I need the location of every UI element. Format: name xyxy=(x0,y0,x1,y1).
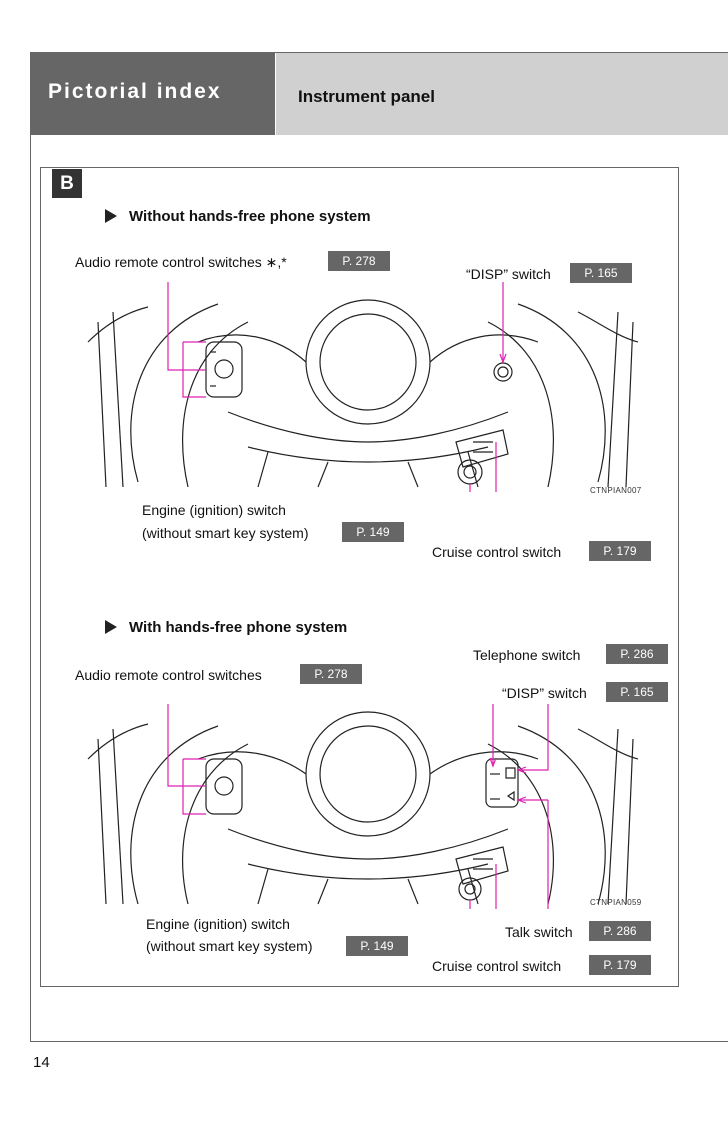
audio-remote-label: Audio remote control switches ∗,* xyxy=(75,254,287,270)
audio-remote-label-2: Audio remote control switches xyxy=(75,667,262,683)
audio-remote-page-ref-2[interactable]: P. 278 xyxy=(300,664,362,684)
content-box xyxy=(40,167,679,987)
telephone-switch-label: Telephone switch xyxy=(473,647,581,663)
page-number: 14 xyxy=(33,1054,50,1071)
audio-remote-page-ref[interactable]: P. 278 xyxy=(328,251,390,271)
triangle-bullet-icon xyxy=(105,209,117,223)
image-code-2: CTNPIAN059 xyxy=(590,898,642,907)
cruise-control-page-ref-2[interactable]: P. 179 xyxy=(589,955,651,975)
disp-switch-page-ref[interactable]: P. 165 xyxy=(570,263,632,283)
image-code-1: CTNPIAN007 xyxy=(590,486,642,495)
engine-switch-label-line1: Engine (ignition) switch xyxy=(142,502,286,518)
section-title-with-handsfree: With hands-free phone system xyxy=(105,619,347,636)
steering-wheel-illustration-1 xyxy=(87,282,639,492)
page-frame xyxy=(30,52,728,1042)
disp-switch-label-2: “DISP” switch xyxy=(502,685,587,701)
engine-switch-label-2-line2: (without smart key system) xyxy=(146,938,313,954)
talk-switch-page-ref[interactable]: P. 286 xyxy=(589,921,651,941)
cruise-control-page-ref[interactable]: P. 179 xyxy=(589,541,651,561)
page-title: Instrument panel xyxy=(276,53,728,135)
cruise-control-label-2: Cruise control switch xyxy=(432,958,562,974)
disp-switch-label: “DISP” switch xyxy=(466,266,551,282)
engine-switch-label-2-line1: Engine (ignition) switch xyxy=(146,916,290,932)
talk-switch-label: Talk switch xyxy=(505,924,573,940)
section-title-without-handsfree: Without hands-free phone system xyxy=(105,208,371,225)
telephone-switch-page-ref[interactable]: P. 286 xyxy=(606,644,668,664)
disp-switch-page-ref-2[interactable]: P. 165 xyxy=(606,682,668,702)
steering-wheel-illustration-2 xyxy=(87,704,639,909)
section-badge: B xyxy=(52,169,82,198)
triangle-bullet-icon xyxy=(105,620,117,634)
engine-switch-label-line2: (without smart key system) xyxy=(142,525,309,541)
engine-switch-page-ref[interactable]: P. 149 xyxy=(342,522,404,542)
cruise-control-label: Cruise control switch xyxy=(432,544,562,560)
section-header: Pictorial index xyxy=(31,53,275,135)
engine-switch-page-ref-2[interactable]: P. 149 xyxy=(346,936,408,956)
